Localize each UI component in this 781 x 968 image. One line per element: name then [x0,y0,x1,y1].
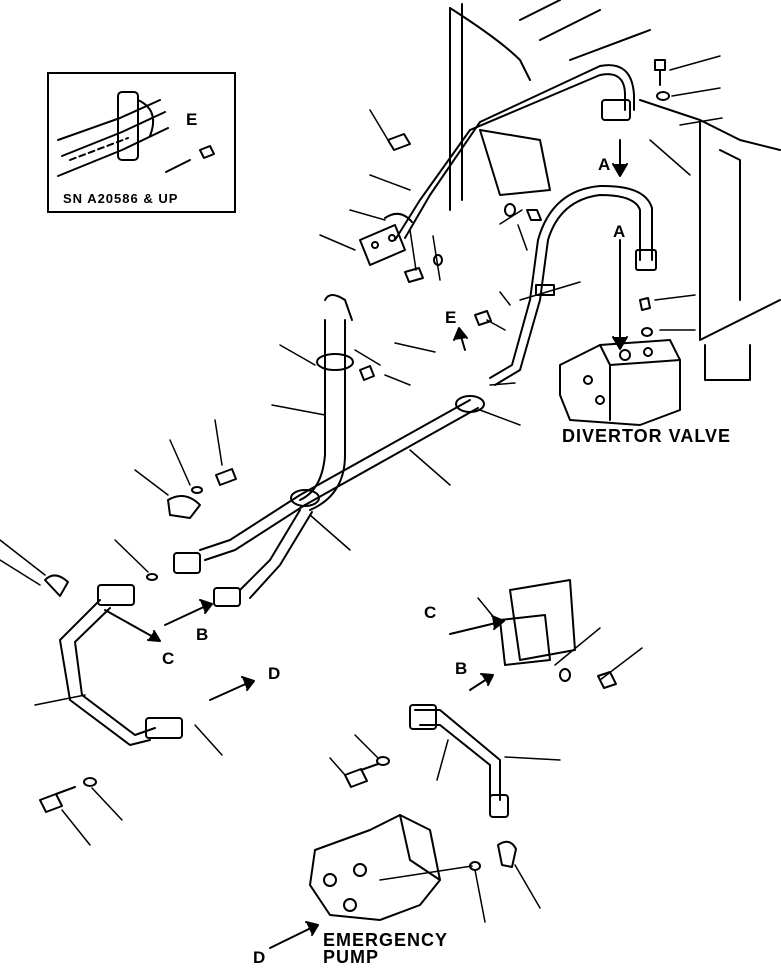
tube-clamp-upper [455,395,485,413]
flange-assembly [359,133,413,266]
tube-fitting-upper [601,99,631,121]
callout-c-right: C [424,603,437,622]
upper-tube [394,64,635,241]
lower-bracket [499,579,576,666]
callout-a-lower: A [613,222,626,241]
frame-structure [449,0,781,381]
hose-fitting-left-1 [173,552,201,574]
inset-serial-label: SN A20586 & UP [63,191,179,206]
inset-frame [47,72,236,213]
long-tube [290,395,485,507]
u-tube-flange-top [97,584,135,606]
inset-detail [57,91,215,177]
divertor-valve-label: DIVERTOR VALVE [562,426,732,446]
inset-clamp-bracket [117,91,139,161]
divertor-valve-block [559,339,681,426]
callout-e-main: E [445,308,457,327]
hose-end-fitting [635,249,657,271]
emergency-pump-body [309,814,517,921]
clip-upper [387,133,411,151]
vertical-tube [299,294,354,511]
inset-callout-e: E [186,110,198,129]
emergency-pump-label-line2: PUMP [323,947,380,967]
leader-lines [0,55,723,923]
callout-d-left: D [268,664,281,683]
clamp-ring [384,212,413,223]
callout-b-left: B [196,625,209,644]
inset-bolt [199,145,215,159]
lower-tube [409,704,509,818]
hose-fitting-left-2 [213,587,241,607]
hose-divertor [489,184,657,386]
hoses-left [173,494,313,607]
u-tube-flange-bottom [145,717,183,739]
emergency-pump-label-line1: EMERGENCY [323,930,449,950]
callout-b-right: B [455,659,468,678]
callout-d-bottom: D [253,948,266,967]
small-clamps [44,486,203,597]
callout-arrows [104,139,628,949]
pump-elbow-fitting [497,840,517,868]
callout-c-left: C [162,649,175,668]
frame-plate [479,129,551,196]
callout-a-upper: A [598,155,611,174]
